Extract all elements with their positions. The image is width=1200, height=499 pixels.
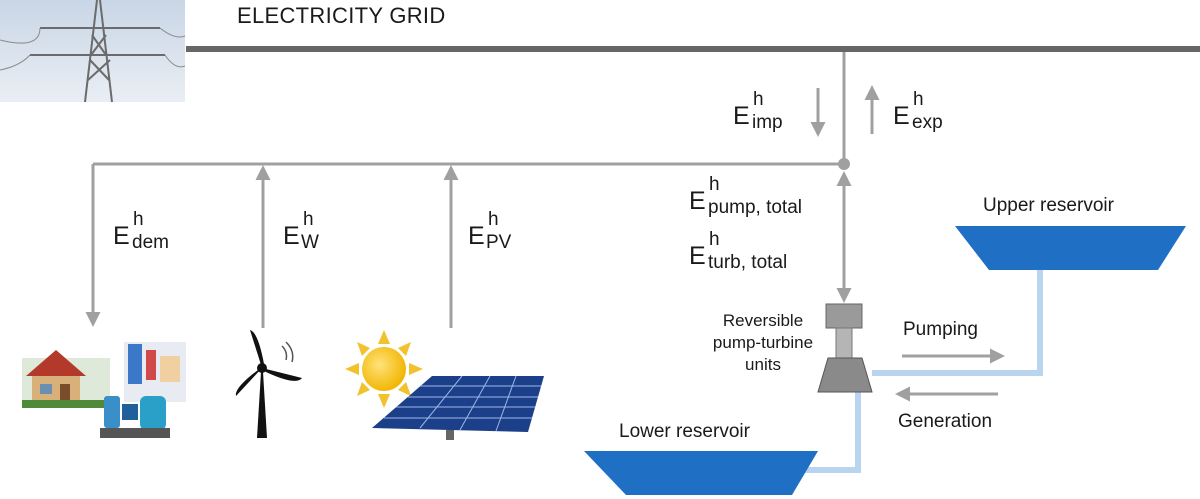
units-label-line-3: units bbox=[745, 355, 781, 374]
bus-node bbox=[838, 158, 850, 170]
pump-turbine-units-label: Reversible pump-turbine units bbox=[698, 310, 828, 376]
units-label-line-2: pump-turbine bbox=[712, 333, 814, 352]
transmission-tower-image bbox=[0, 0, 186, 103]
upper-reservoir-label: Upper reservoir bbox=[983, 195, 1114, 216]
pumping-label: Pumping bbox=[903, 319, 978, 340]
upper-pipe bbox=[872, 268, 1043, 376]
upper-reservoir-basin bbox=[955, 226, 1186, 270]
sun-solar-panel-icon bbox=[345, 330, 544, 440]
wind-turbine-icon bbox=[235, 330, 302, 438]
lower-reservoir-label: Lower reservoir bbox=[619, 421, 750, 442]
pump-turbine-unit-icon bbox=[817, 303, 873, 393]
generation-label: Generation bbox=[898, 411, 993, 432]
lower-reservoir-basin bbox=[584, 451, 818, 495]
units-label-line-1: Reversible bbox=[722, 311, 804, 330]
grid-title: ELECTRICITY GRID bbox=[237, 3, 446, 28]
lower-pipe bbox=[790, 390, 861, 473]
house-industry-icon bbox=[22, 342, 186, 438]
